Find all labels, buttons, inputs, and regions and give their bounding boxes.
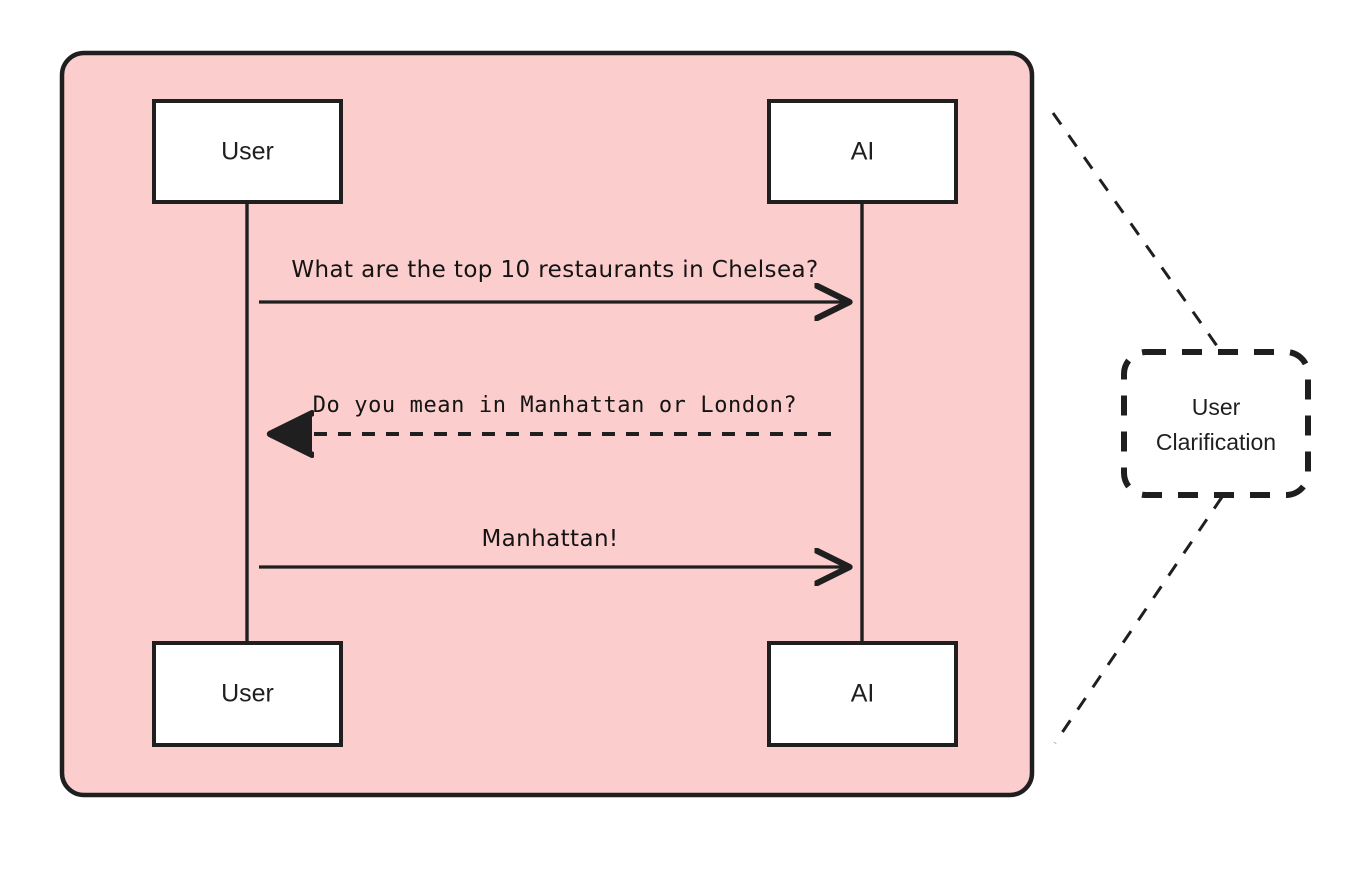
callout-box bbox=[1121, 349, 1311, 498]
actor-user-top-box bbox=[152, 99, 343, 204]
actor-ai-top-box bbox=[767, 99, 958, 204]
callout-user-clarification[interactable]: User Clarification bbox=[1121, 349, 1311, 498]
callout-leader-bottom bbox=[1053, 496, 1224, 744]
actor-ai-bottom-label: AI bbox=[851, 680, 875, 708]
actor-user-bottom-label: User bbox=[221, 680, 274, 708]
message-1[interactable]: What are the top 10 restaurants in Chels… bbox=[259, 257, 848, 302]
message-3[interactable]: Manhattan! bbox=[259, 526, 848, 567]
actor-ai-top[interactable]: AI bbox=[767, 99, 958, 204]
callout-label-line1: User bbox=[1192, 394, 1241, 420]
actor-user-top[interactable]: User bbox=[152, 99, 343, 204]
actor-ai-bottom[interactable]: AI bbox=[767, 641, 958, 747]
actor-ai-bottom-box bbox=[767, 641, 958, 747]
actor-user-bottom[interactable]: User bbox=[152, 641, 343, 747]
callout-label-line2: Clarification bbox=[1156, 429, 1276, 455]
message-1-label: What are the top 10 restaurants in Chels… bbox=[291, 257, 818, 283]
callout-leader-top bbox=[1051, 112, 1224, 354]
message-2[interactable]: Do you mean in Manhattan or London? bbox=[272, 393, 831, 434]
actor-user-bottom-box bbox=[152, 641, 343, 747]
message-2-label: Do you mean in Manhattan or London? bbox=[313, 393, 798, 418]
message-3-label: Manhattan! bbox=[481, 526, 618, 552]
actor-user-top-label: User bbox=[221, 138, 274, 166]
actor-ai-top-label: AI bbox=[851, 138, 875, 166]
diagram-container-box bbox=[59, 50, 1035, 798]
